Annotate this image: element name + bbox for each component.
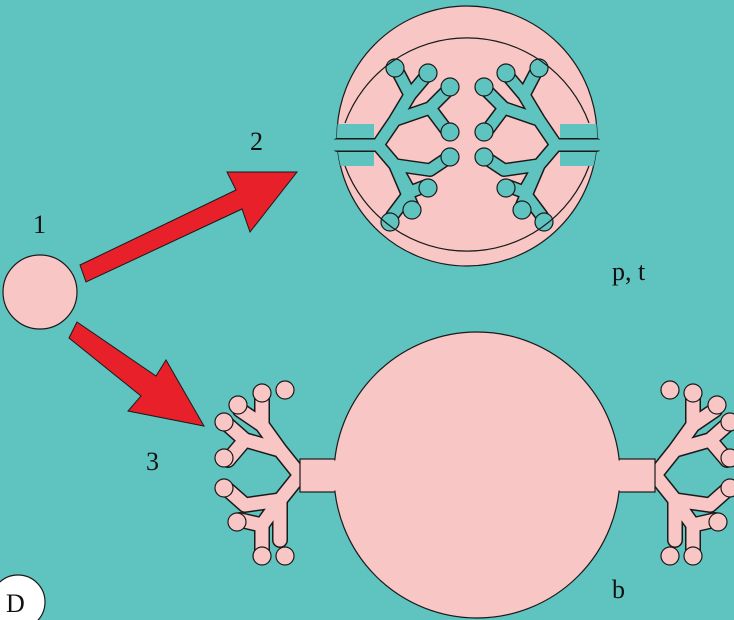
label-arrow-2: 2 bbox=[250, 127, 263, 156]
label-upper-cell: p, t bbox=[612, 257, 646, 286]
lower-cell-body bbox=[334, 332, 620, 618]
initial-cell bbox=[3, 255, 77, 329]
panel-letter: D bbox=[6, 589, 25, 618]
label-arrow-3: 3 bbox=[146, 447, 159, 476]
label-lower-cell: b bbox=[612, 575, 625, 604]
label-cell-1: 1 bbox=[33, 210, 46, 239]
